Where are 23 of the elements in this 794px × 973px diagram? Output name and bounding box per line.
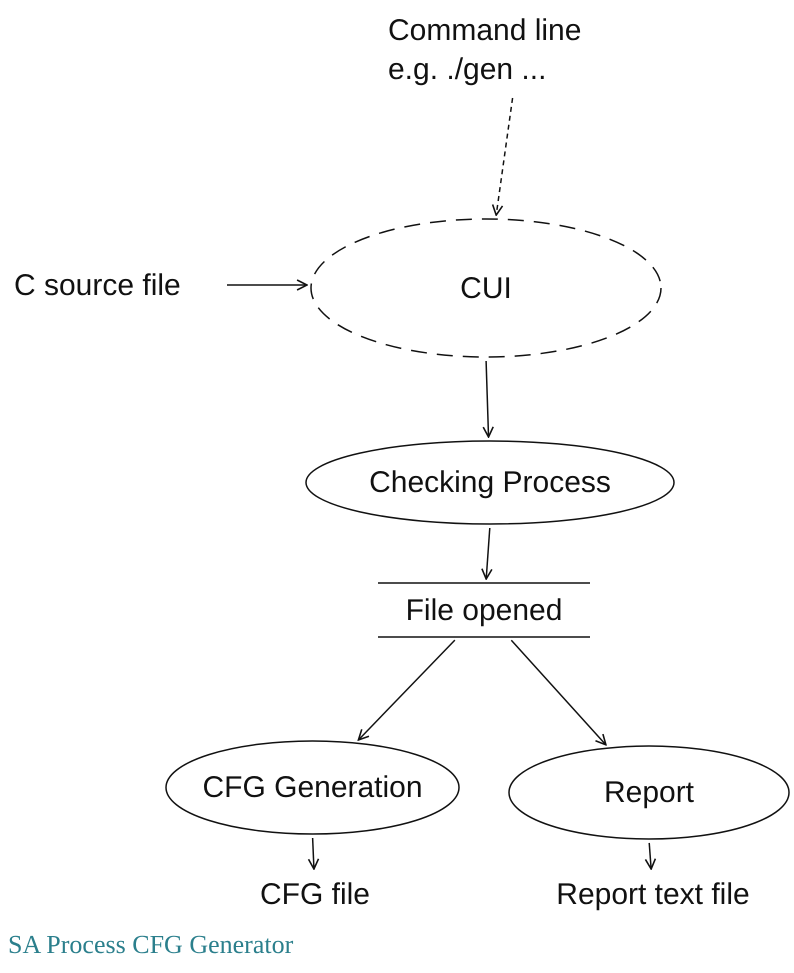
node-label: File opened (406, 592, 562, 628)
arrow (644, 842, 656, 870)
process-ellipse (305, 440, 675, 525)
process-ellipse (508, 745, 790, 840)
arrow (308, 838, 320, 870)
node-label: CFG Generation (202, 770, 423, 806)
text-label: CFG file (260, 876, 370, 912)
node-label: CUI (460, 270, 512, 306)
text-label: Report text file (556, 876, 750, 912)
data-store (378, 582, 590, 638)
text-label: C source file (14, 268, 181, 304)
arrow (358, 640, 456, 741)
process-ellipse (165, 740, 460, 835)
caption: SA Process CFG Generator (8, 930, 294, 960)
text-label: Command line e.g. ./gen ... (388, 13, 582, 88)
arrow (492, 98, 514, 216)
arrow (482, 360, 494, 438)
arrow (481, 528, 493, 580)
process-ellipse (310, 218, 662, 358)
arrow (227, 279, 308, 291)
node-label: Checking Process (369, 465, 611, 501)
arrow (510, 640, 607, 746)
node-label: Report (604, 775, 694, 811)
